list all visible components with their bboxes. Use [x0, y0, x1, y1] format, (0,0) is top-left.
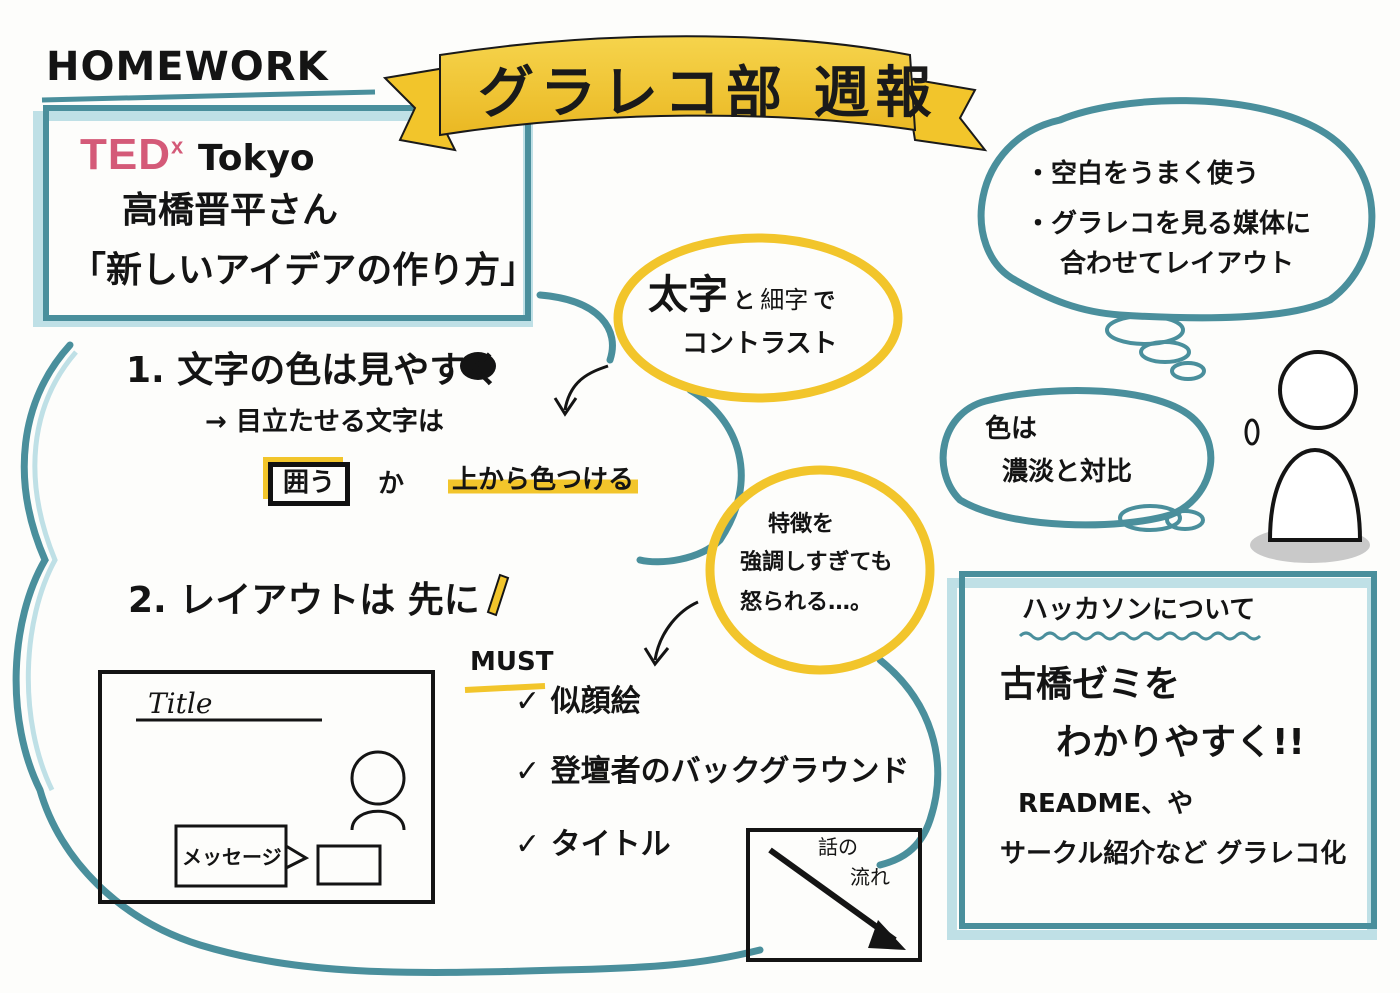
- must-item: ✓ 似顔絵: [515, 684, 641, 719]
- thought-bullet3: 合わせてレイアウト: [1060, 249, 1295, 279]
- point1-heading: 1. 文字の色は見やすく: [126, 350, 502, 391]
- flow-label2: 流れ: [850, 865, 890, 889]
- must-item: ✓ 登壇者のバックグラウンド: [515, 754, 910, 789]
- warning-bubble-outline: [705, 465, 935, 675]
- option-enclose: 囲う: [268, 462, 351, 506]
- warning-line2: 強調しすぎても: [740, 550, 893, 575]
- main-cloud-outline: [12, 291, 942, 976]
- or-label: か: [378, 469, 405, 499]
- must-item-text: 似顔絵: [550, 684, 641, 719]
- thought-cloud-small: [939, 386, 1215, 532]
- de-word: で: [813, 289, 836, 314]
- hackathon-box-frame: [947, 571, 1377, 940]
- talk-box-frame: [33, 105, 533, 327]
- title-ribbon: [382, 35, 988, 152]
- must-item-text: タイトル: [550, 827, 671, 862]
- flow-sketch: [746, 828, 922, 962]
- contrast-bubble-outline: [613, 233, 903, 403]
- color-line2: 濃淡と対比: [1002, 457, 1133, 487]
- hackathon-line4: サークル紹介など グラレコ化: [1000, 839, 1347, 869]
- thought-cloud-top: [977, 97, 1376, 381]
- ted-logo: TEDx: [80, 130, 184, 181]
- layout-sketch: [98, 670, 435, 904]
- homework-label: HOMEWORK: [46, 44, 329, 90]
- contrast-line1: 太字 と 細字 で: [648, 272, 835, 318]
- bold-word: 太字: [648, 272, 728, 318]
- arrow-contrast: [563, 364, 609, 411]
- option-highlight: 上から色つける: [448, 465, 639, 496]
- contrast-line2: コントラスト: [682, 329, 838, 359]
- hackathon-line1: 古橋ゼミを: [1000, 664, 1181, 705]
- hackathon-line3: README、や: [1018, 789, 1194, 819]
- ted-x-text: x: [171, 133, 185, 159]
- must-label: MUST: [470, 647, 554, 677]
- color-line1: 色は: [985, 414, 1038, 444]
- person-head-icon: [350, 750, 406, 806]
- and-word: と: [733, 289, 756, 314]
- sketch-title: Title: [148, 687, 213, 720]
- eye-icon: [460, 352, 496, 380]
- speaker-name: 高橋晋平さん: [122, 190, 339, 231]
- warning-line3: 怒られる…。: [740, 590, 873, 615]
- warning-line1: 特徴を: [768, 512, 835, 537]
- point2-heading: 2. レイアウトは 先に: [128, 580, 480, 621]
- tokyo-label: Tokyo: [198, 138, 315, 179]
- must-item-text: 登壇者のバックグラウンド: [550, 754, 910, 789]
- thought-bullet1: ・空白をうまく使う: [1025, 159, 1260, 189]
- thought-bullet2: ・グラレコを見る媒体に: [1025, 209, 1312, 239]
- thin-word: 細字: [760, 286, 809, 314]
- hackathon-title: ハッカソンについて: [1022, 595, 1256, 625]
- pencil-icon: [486, 573, 510, 617]
- talk-title: 「新しいアイデアの作り方」: [70, 250, 537, 291]
- flow-label1: 話の: [818, 835, 858, 859]
- must-item: ✓ タイトル: [515, 827, 671, 862]
- banner-title: グラレコ部 週報: [478, 61, 938, 126]
- thinking-person-icon: [1244, 350, 1370, 563]
- ted-text: TED: [80, 130, 171, 179]
- sketch-message: メッセージ: [182, 845, 282, 869]
- point1-sub: → 目立たせる文字は: [205, 407, 444, 437]
- hackathon-line2: わかりやすく!!: [1056, 722, 1305, 763]
